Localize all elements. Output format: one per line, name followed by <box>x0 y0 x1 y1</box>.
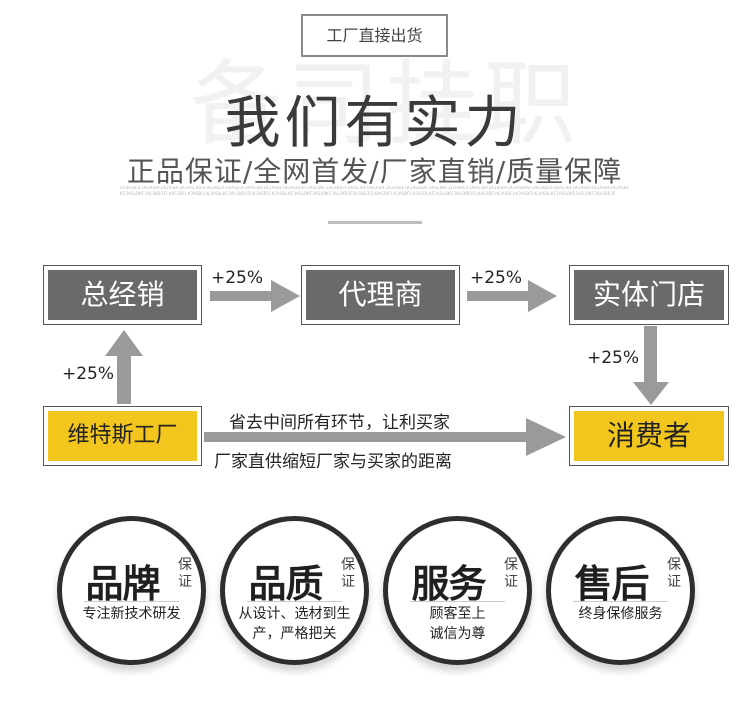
node-store: 实体门店 <box>569 265 729 325</box>
factory-direct-tag: 工厂直接出货 <box>301 14 448 57</box>
guarantee-aftersales-desc: 终身保修服务 <box>559 604 682 624</box>
node-consumer-label: 消费者 <box>574 411 724 461</box>
guarantee-brand-badge-1: 保 <box>178 557 192 573</box>
guarantee-brand-desc: 专注新技术研发 <box>70 604 193 624</box>
node-consumer: 消费者 <box>569 406 729 466</box>
guarantee-divider <box>410 601 505 602</box>
node-factory-label: 维特斯工厂 <box>48 411 197 461</box>
arrow-agent-to-store <box>467 280 557 312</box>
guarantee-aftersales-badge-2: 证 <box>667 574 681 590</box>
direct-benefit-line-2: 厂家直供缩短厂家与买家的距离 <box>214 452 452 472</box>
page-title: 我们有实力 <box>224 91 525 156</box>
guarantee-quality-title: 品质 <box>248 562 323 606</box>
guarantee-quality-badge-2: 证 <box>341 574 355 590</box>
markup-distributor-to-agent: +25% <box>211 268 264 288</box>
guarantee-brand-title: 品牌 <box>85 562 160 606</box>
guarantee-service-badge-1: 保 <box>504 557 518 573</box>
guarantee-aftersales: 售后 保 证 终身保修服务 <box>546 516 695 665</box>
node-distributor: 总经销 <box>43 265 202 325</box>
node-store-label: 实体门店 <box>574 270 724 320</box>
guarantee-quality: 品质 保 证 从设计、选材到生 产，严格把关 <box>220 516 369 665</box>
guarantee-divider <box>84 601 179 602</box>
flow-arrows <box>105 280 669 456</box>
guarantee-service-desc-2: 诚信为尊 <box>429 626 486 642</box>
watermark-text: 备司挂职 <box>190 51 583 158</box>
node-agent-label: 代理商 <box>306 270 455 320</box>
arrow-store-to-consumer <box>633 326 669 405</box>
guarantee-brand: 品牌 保 证 专注新技术研发 <box>57 516 206 665</box>
guarantee-service-desc-1: 顾客至上 <box>429 606 486 622</box>
guarantee-brand-badge-2: 证 <box>178 574 192 590</box>
guarantee-service: 服务 保 证 顾客至上 诚信为尊 <box>383 516 532 665</box>
guarantee-service-title: 服务 <box>411 562 486 606</box>
arrow-factory-to-distributor <box>105 330 143 404</box>
node-agent: 代理商 <box>301 265 460 325</box>
markup-agent-to-store: +25% <box>470 268 523 288</box>
guarantee-service-badge-2: 证 <box>504 574 518 590</box>
guarantee-quality-desc-1: 从设计、选材到生 <box>238 606 351 622</box>
guarantee-quality-badge-1: 保 <box>341 557 355 573</box>
node-distributor-label: 总经销 <box>48 270 197 320</box>
guarantee-aftersales-desc-1: 终身保修服务 <box>578 606 663 622</box>
guarantee-brand-desc-1: 专注新技术研发 <box>82 606 181 622</box>
title-divider <box>328 221 422 224</box>
direct-benefit-line-1: 省去中间所有环节，让利买家 <box>229 413 450 433</box>
guarantee-quality-desc-2: 产，严格把关 <box>252 626 337 642</box>
guarantee-quality-desc: 从设计、选材到生 产，严格把关 <box>233 604 356 644</box>
guarantee-aftersales-badge-1: 保 <box>667 557 681 573</box>
guarantee-service-desc: 顾客至上 诚信为尊 <box>396 604 519 644</box>
guarantee-divider <box>573 601 668 602</box>
node-factory: 维特斯工厂 <box>43 406 202 466</box>
guarantee-aftersales-title: 售后 <box>574 562 649 606</box>
arrow-distributor-to-agent <box>210 280 300 312</box>
arrow-factory-to-consumer <box>204 418 566 456</box>
decorative-fine-print: asdASDJFLKJASDFLKJASDFLKJASLKDJFALSKDJFL… <box>120 186 630 197</box>
markup-store-to-consumer: +25% <box>587 348 640 368</box>
page-subtitle: 正品保证/全网首发/厂家直销/质量保障 <box>126 155 623 188</box>
markup-factory-to-distributor: +25% <box>62 364 115 384</box>
guarantee-divider <box>247 601 342 602</box>
